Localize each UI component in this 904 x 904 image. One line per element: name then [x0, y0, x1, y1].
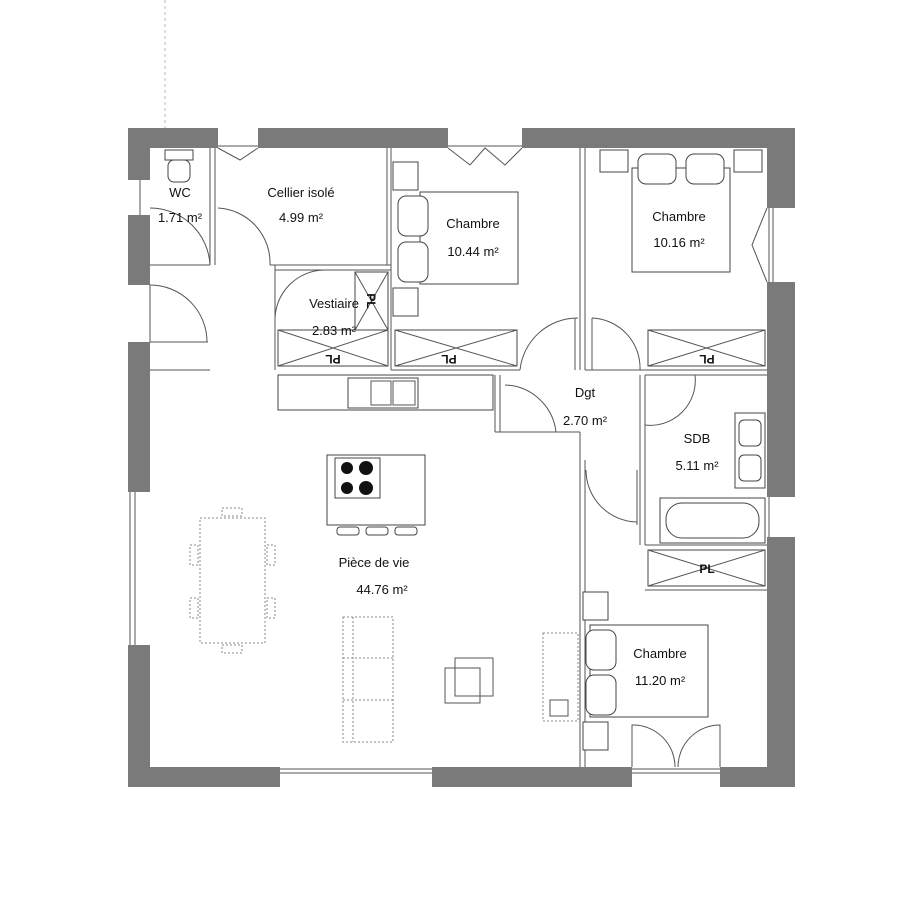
- room-name-cellier: Cellier isolé: [267, 185, 334, 200]
- room-area-chambre3: 11.20 m²: [635, 673, 686, 688]
- room-area-dgt: 2.70 m²: [563, 413, 608, 428]
- room-area-chambre2: 10.16 m²: [653, 235, 705, 250]
- closet-label-sdb: PL: [699, 562, 714, 576]
- room-labels: WC 1.71 m² Cellier isolé 4.99 m² Chambre…: [158, 185, 719, 688]
- room-name-chambre2: Chambre: [652, 209, 705, 224]
- closet-label-vestiaire: PL: [325, 352, 340, 366]
- room-name-sdb: SDB: [684, 431, 711, 446]
- closet-labels: PL PL PL PL PL: [325, 293, 714, 576]
- room-area-vestiaire: 2.83 m²: [312, 323, 357, 338]
- furniture: [164, 149, 766, 751]
- room-name-wc: WC: [169, 185, 191, 200]
- room-name-chambre3: Chambre: [633, 646, 686, 661]
- room-area-cellier: 4.99 m²: [279, 210, 324, 225]
- room-area-piece: 44.76 m²: [356, 582, 408, 597]
- room-area-sdb: 5.11 m²: [675, 458, 719, 473]
- room-name-chambre1: Chambre: [446, 216, 499, 231]
- closet-label-chambre2: PL: [699, 352, 714, 366]
- room-area-chambre1: 10.44 m²: [447, 244, 499, 259]
- doors: [149, 147, 768, 768]
- closet-label-chambre1: PL: [441, 352, 456, 366]
- room-name-vestiaire: Vestiaire: [309, 296, 359, 311]
- windows: [129, 145, 774, 774]
- room-name-dgt: Dgt: [575, 385, 596, 400]
- interior-walls: [150, 148, 767, 767]
- closet-label-vestiaire-side: PL: [364, 293, 378, 308]
- room-name-piece: Pièce de vie: [339, 555, 410, 570]
- room-area-wc: 1.71 m²: [158, 210, 203, 225]
- closets: [277, 271, 766, 587]
- exterior-walls: [128, 128, 795, 787]
